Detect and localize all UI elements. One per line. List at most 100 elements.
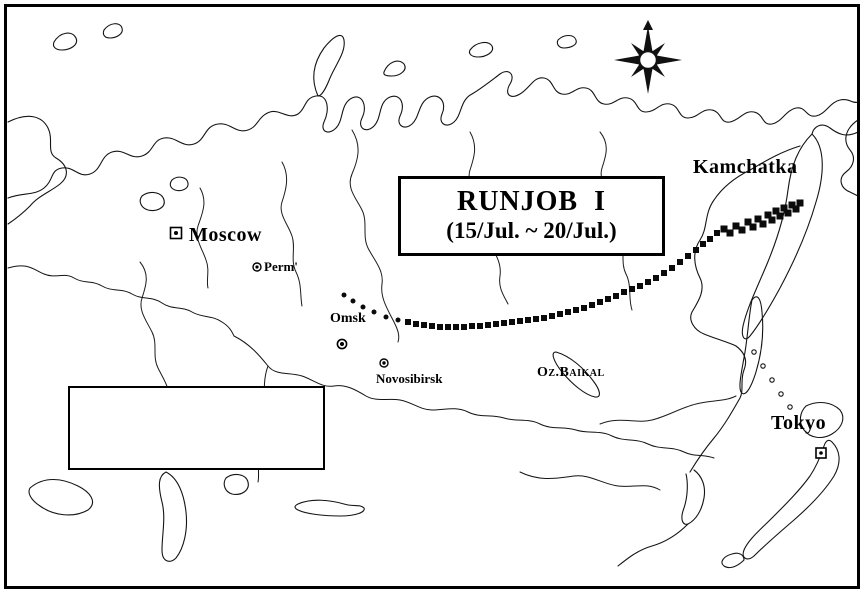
tokyo-marker — [815, 447, 827, 459]
label-perm: Perm' — [264, 259, 298, 274]
trajectory-point — [714, 230, 720, 236]
island-arctic-d — [52, 32, 78, 51]
coastline-primorye — [689, 345, 747, 473]
trajectory-point — [429, 323, 435, 329]
trajectory-point — [573, 307, 579, 313]
trajectory-point — [453, 324, 459, 330]
border-europe — [7, 265, 235, 337]
trajectory-point — [788, 201, 796, 209]
trajectory-point — [395, 317, 401, 323]
perm-marker — [252, 262, 262, 272]
label-kamchatka: Kamchatka — [693, 156, 798, 178]
trajectory-point — [360, 304, 366, 310]
trajectory-point — [685, 253, 691, 259]
border-mongolia — [519, 471, 661, 491]
compass-rose-icon — [614, 20, 682, 94]
island-arctic-b — [468, 41, 494, 58]
trajectory-point — [637, 283, 643, 289]
trajectory-point — [437, 324, 443, 330]
river-ob — [349, 129, 400, 343]
sea-aral — [223, 473, 249, 495]
island-shikoku — [721, 552, 745, 569]
trajectory-point — [525, 317, 531, 323]
trajectory-point — [796, 199, 804, 207]
moscow-marker — [169, 226, 183, 240]
trajectory-point — [549, 313, 555, 319]
trajectory-point — [469, 323, 475, 329]
island-kuril — [769, 377, 775, 383]
trajectory-point — [621, 289, 627, 295]
islands — [52, 23, 793, 410]
coastline-chukotka-link — [811, 124, 859, 136]
trajectory-point — [700, 241, 706, 247]
coastlines — [7, 71, 859, 567]
trajectory-point — [693, 247, 699, 253]
trajectory-point — [517, 318, 523, 324]
trajectory-point — [605, 296, 611, 302]
trajectory-point — [541, 315, 547, 321]
trajectory-point — [485, 322, 491, 328]
trajectory-point — [581, 305, 587, 311]
trajectory-point — [341, 292, 347, 298]
river-amur — [599, 395, 737, 425]
trajectory-point — [772, 207, 780, 215]
trajectory-point — [754, 215, 762, 223]
lakes — [28, 176, 600, 562]
lake-ladoga — [139, 191, 165, 212]
trajectory-point — [645, 279, 651, 285]
trajectory-point — [629, 286, 635, 292]
label-novosibirsk: Novosibirsk — [376, 371, 443, 386]
coastline-scandinavia — [7, 115, 67, 225]
trajectory-point — [792, 205, 800, 213]
coastline-bering — [840, 119, 859, 197]
lake-balkhash — [294, 499, 365, 517]
trajectory-point — [780, 204, 788, 212]
lake-onega — [169, 176, 189, 192]
trajectory-point — [707, 236, 713, 242]
trajectory-point — [371, 309, 377, 315]
trajectory-point — [744, 218, 752, 226]
trajectory-point — [461, 324, 467, 330]
flight-trajectory — [341, 199, 804, 330]
river-volga — [139, 261, 169, 399]
city-markers — [169, 226, 827, 459]
trajectory-point — [565, 309, 571, 315]
title-box: RUNJOB I (15/Jul. ~ 20/Jul.) — [398, 176, 665, 256]
map-title: RUNJOB I — [456, 186, 606, 218]
island-arctic-e — [102, 23, 123, 39]
island-arctic-c — [556, 34, 577, 49]
trajectory-point — [509, 319, 515, 325]
legend-box — [68, 386, 325, 470]
coastline-china — [617, 523, 689, 567]
lake-baikal — [552, 351, 600, 398]
label-moscow: Moscow — [189, 224, 262, 246]
island-kuril — [751, 349, 757, 355]
trajectory-point — [776, 212, 784, 220]
trajectory-point — [477, 323, 483, 329]
trajectory-point — [732, 222, 740, 230]
trajectory-point — [493, 321, 499, 327]
trajectory-point — [613, 293, 619, 299]
coastline-korea — [681, 469, 706, 525]
trajectory-point — [764, 211, 772, 219]
label-baikal: Oz.Baikal — [537, 365, 605, 380]
island-kuril — [778, 391, 784, 397]
trajectory-point — [405, 319, 411, 325]
label-tokyo: Tokyo — [771, 412, 827, 434]
trajectory-point — [589, 302, 595, 308]
trajectory-point — [597, 299, 603, 305]
label-omsk: Omsk — [330, 311, 366, 326]
trajectory-point — [759, 220, 767, 228]
trajectory-point — [738, 226, 746, 234]
trajectory-point — [653, 275, 659, 281]
trajectory-point — [669, 265, 675, 271]
border-south-main — [233, 335, 715, 459]
trajectory-point — [383, 314, 389, 320]
island-hokkaido — [799, 401, 844, 439]
river-ural — [280, 161, 303, 307]
trajectory-point — [501, 320, 507, 326]
river-dvina — [196, 187, 209, 289]
island-sakhalin — [739, 296, 764, 395]
